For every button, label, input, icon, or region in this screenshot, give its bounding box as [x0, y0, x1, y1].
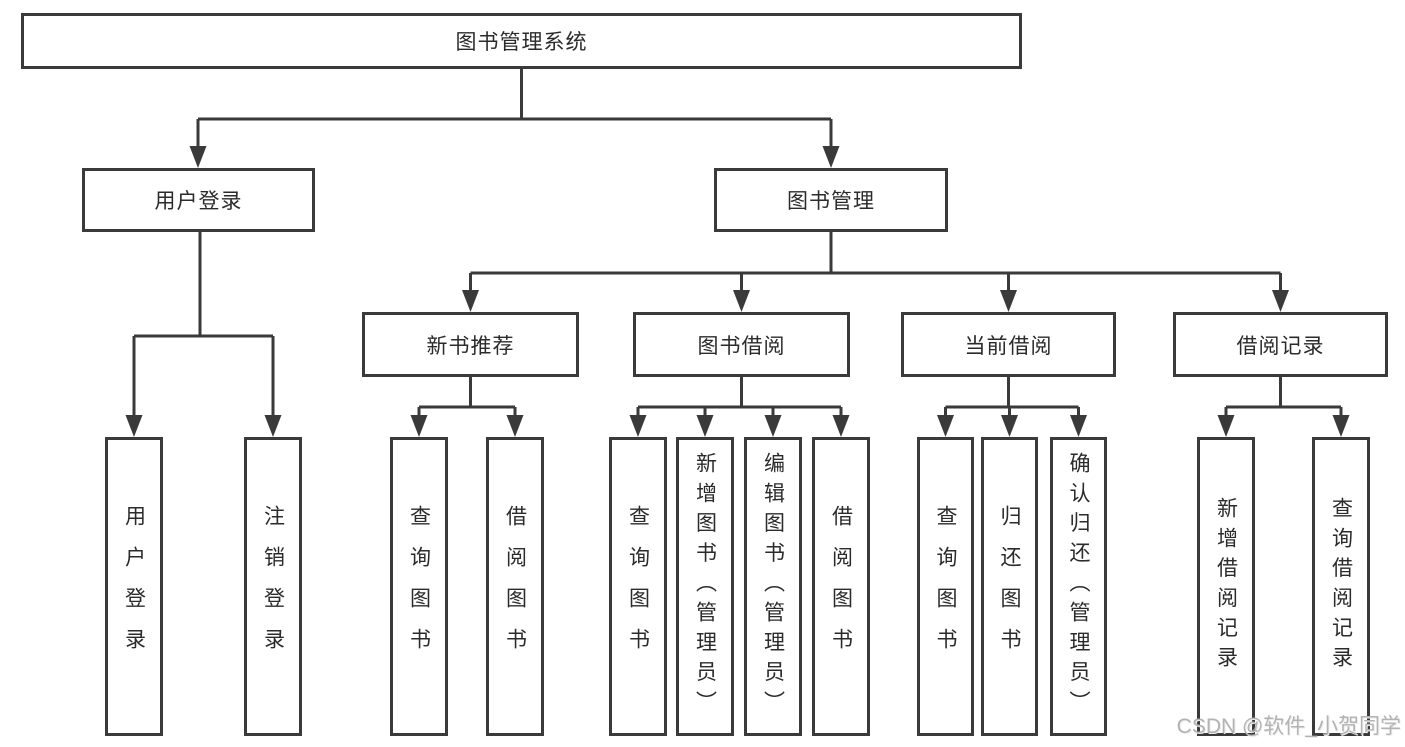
node-leaf-borrow-books: 借阅图书 [812, 437, 870, 736]
connector-current-borrow-children [937, 377, 1087, 437]
arrow-down-icon [629, 415, 647, 437]
arrow-down-icon [189, 146, 207, 168]
node-leaf-user-login: 用户登录 [105, 437, 163, 736]
arrow-down-icon [1001, 415, 1018, 437]
arrow-down-icon [832, 415, 850, 437]
arrow-down-icon [1272, 290, 1289, 312]
arrow-down-icon [1217, 415, 1235, 437]
node-label: 查询图书 [934, 504, 957, 669]
connector-recommend-children [410, 377, 524, 437]
node-label: 新书推荐 [426, 334, 515, 358]
arrow-down-icon [1332, 415, 1350, 437]
node-label: 图书管理 [787, 190, 875, 213]
node-label: 编辑图书（管理员） [761, 452, 785, 721]
connector-line [944, 377, 1080, 417]
node-label: 图书借阅 [697, 334, 786, 358]
node-label: 借阅记录 [1236, 334, 1325, 358]
csdn-watermark: CSDN @软件_小贺同学 [1176, 715, 1401, 738]
connector-login-children [125, 232, 282, 437]
node-book-borrow: 图书借阅 [633, 312, 850, 377]
node-book-management: 图书管理 [714, 168, 948, 232]
connector-line [417, 377, 517, 417]
arrow-down-icon [822, 146, 840, 168]
node-label: 查询图书 [407, 504, 431, 669]
connector-line [469, 232, 1282, 292]
node-leaf-query-books-recommend: 查询图书 [390, 437, 448, 736]
connector-records-children [1217, 377, 1350, 437]
node-leaf-confirm-return-admin: 确认归还（管理员） [1050, 437, 1107, 736]
node-label: 查询图书 [626, 504, 650, 669]
node-leaf-query-books-borrow: 查询图书 [609, 437, 667, 736]
node-label: 归还图书 [998, 504, 1021, 669]
arrow-down-icon [696, 415, 714, 437]
arrow-down-icon [410, 415, 428, 437]
node-leaf-edit-books-admin: 编辑图书（管理员） [744, 437, 802, 736]
arrow-down-icon [264, 415, 282, 437]
node-label: 借阅图书 [503, 504, 527, 669]
connector-line [1224, 377, 1343, 417]
node-label: 确认归还（管理员） [1067, 452, 1090, 721]
node-label: 查询借阅记录 [1329, 497, 1353, 676]
arrow-down-icon [937, 415, 954, 437]
connector-borrow-children [629, 377, 850, 437]
node-user-login: 用户登录 [82, 168, 315, 232]
connector-management-children [462, 232, 1289, 312]
node-leaf-query-borrow-record: 查询借阅记录 [1312, 437, 1370, 736]
arrow-down-icon [125, 415, 143, 437]
node-leaf-query-books-current: 查询图书 [917, 437, 974, 736]
arrow-down-icon [462, 290, 479, 312]
node-current-borrow: 当前借阅 [901, 312, 1116, 377]
node-leaf-borrow-books-recommend: 借阅图书 [486, 437, 544, 736]
connector-line [132, 232, 275, 416]
node-label: 注销登录 [261, 504, 285, 669]
node-leaf-add-books-admin: 新增图书（管理员） [676, 437, 734, 736]
node-borrow-records: 借阅记录 [1173, 312, 1388, 377]
node-new-book-recommend: 新书推荐 [362, 312, 579, 377]
node-label: 图书管理系统 [455, 31, 588, 54]
node-label: 当前借阅 [964, 334, 1053, 358]
node-label: 借阅图书 [829, 504, 853, 669]
node-label: 用户登录 [122, 504, 146, 669]
node-label: 用户登录 [154, 190, 243, 213]
connector-line [636, 377, 843, 417]
connector-root-to-branches [189, 69, 840, 168]
arrow-down-icon [1000, 290, 1017, 312]
node-leaf-add-borrow-record: 新增借阅记录 [1197, 437, 1255, 736]
arrow-down-icon [733, 290, 750, 312]
arrow-down-icon [1070, 415, 1087, 437]
node-label: 新增借阅记录 [1214, 497, 1238, 676]
connector-line [196, 69, 833, 147]
arrow-down-icon [764, 415, 782, 437]
node-leaf-logout: 注销登录 [244, 437, 302, 736]
node-root-system: 图书管理系统 [21, 13, 1022, 69]
node-label: 新增图书（管理员） [693, 452, 717, 721]
arrow-down-icon [506, 415, 524, 437]
node-leaf-return-books: 归还图书 [981, 437, 1038, 736]
